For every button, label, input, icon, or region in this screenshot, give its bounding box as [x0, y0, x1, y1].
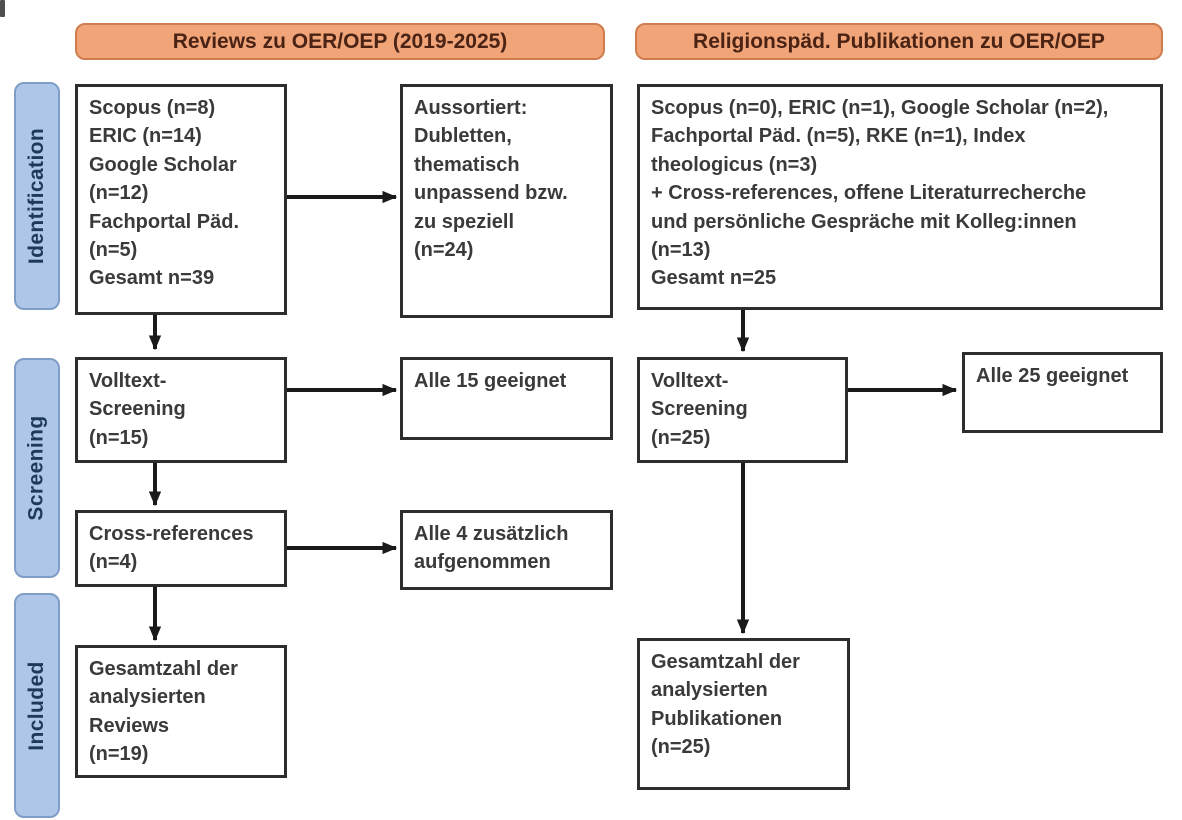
- box-right-fulltext-result: Alle 25 geeignet: [962, 352, 1163, 433]
- stage-identification: Identification: [14, 82, 60, 310]
- box-left-crossref-result: Alle 4 zusätzlich aufgenommen: [400, 510, 613, 590]
- stage-included-label: Included: [25, 660, 49, 751]
- stage-identification-label: Identification: [25, 127, 49, 265]
- box-left-crossreferences: Cross-references (n=4): [75, 510, 287, 587]
- column-header-reviews: Reviews zu OER/OEP (2019-2025): [75, 23, 605, 60]
- box-left-fulltext-result: Alle 15 geeignet: [400, 357, 613, 440]
- stage-screening-label: Screening: [25, 415, 49, 521]
- box-left-included-total: Gesamtzahl der analysierten Reviews (n=1…: [75, 645, 287, 778]
- box-left-fulltext-screening: Volltext- Screening (n=15): [75, 357, 287, 463]
- box-left-sources: Scopus (n=8) ERIC (n=14) Google Scholar …: [75, 84, 287, 315]
- box-left-excluded: Aussortiert: Dubletten, thematisch unpas…: [400, 84, 613, 318]
- box-right-included-total: Gesamtzahl der analysierten Publikatione…: [637, 638, 850, 790]
- stage-included: Included: [14, 593, 60, 818]
- box-right-sources: Scopus (n=0), ERIC (n=1), Google Scholar…: [637, 84, 1163, 310]
- column-header-religionspaed: Religionspäd. Publikationen zu OER/OEP: [635, 23, 1163, 60]
- box-right-fulltext-screening: Volltext- Screening (n=25): [637, 357, 848, 463]
- stage-screening: Screening: [14, 358, 60, 578]
- scan-artifact: [0, 0, 5, 17]
